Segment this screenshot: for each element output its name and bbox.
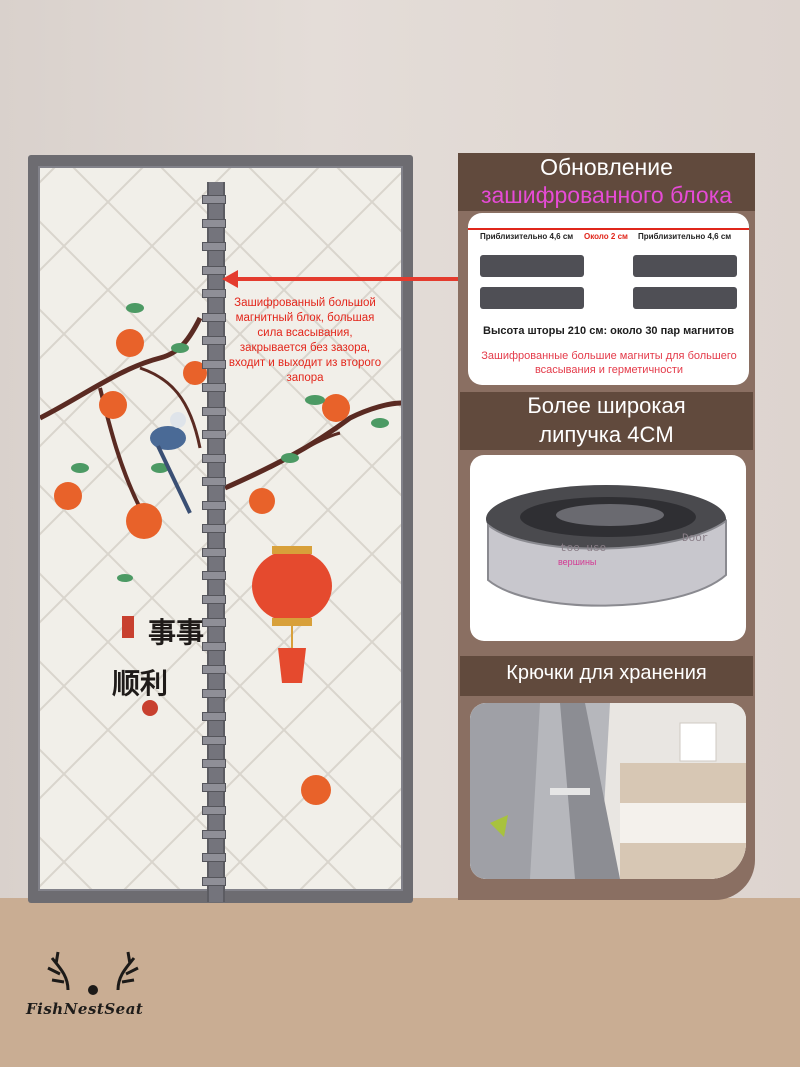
seal-stamp-round [142, 700, 158, 716]
lantern-illustration [252, 546, 332, 683]
feature-3-title: Крючки для хранения [506, 662, 707, 684]
callout-arrow-head [222, 270, 238, 288]
magnet-segment [202, 547, 226, 557]
magnet-segment [202, 477, 226, 486]
calligraphy-top: 事事 [148, 616, 205, 649]
magnet-segment [202, 336, 226, 345]
dimension-center-label: Около 2 см [584, 232, 628, 241]
velcro-tape-card: Door too use вершины [470, 455, 746, 641]
velcro-tape-image [486, 485, 727, 607]
feature-1-title-line2: зашифрованного блока [480, 182, 733, 208]
magnet-segment [202, 876, 226, 886]
magnet-segment [202, 218, 226, 228]
tape-print-door: Door [682, 533, 709, 545]
magnet-spec-text: Высота шторы 210 см: около 30 пар магнит… [483, 325, 734, 337]
feature-2-header [460, 392, 753, 450]
magnet-segment [202, 524, 226, 533]
magnet-segment [202, 359, 226, 369]
magnet-segment [202, 571, 226, 580]
magnet-segment [202, 759, 226, 768]
seal-stamp [122, 616, 134, 638]
magnet-callout-text: Зашифрованный большой магнитный блок, бо… [228, 297, 382, 384]
magnet-segment [202, 453, 226, 463]
calligraphy-bottom: 顺利 [112, 667, 169, 700]
feature-2-title-line2: липучка 4CM [539, 422, 674, 447]
magnet-segment [202, 665, 226, 674]
floor-background [0, 898, 800, 1067]
tape-print-use: too use [560, 543, 607, 555]
magnet-segment [202, 195, 226, 204]
brand-name: FishNestSeat [26, 1000, 144, 1018]
magnet-segment [202, 383, 226, 392]
magnet-segment [202, 712, 226, 721]
magnet-segment [202, 853, 226, 862]
magnet-segment [202, 289, 226, 298]
fallen-persimmon [301, 775, 331, 805]
feature-3-header [460, 656, 753, 696]
magnet-diagram-card [468, 213, 749, 385]
feature-1-header [458, 153, 755, 211]
magnet-segment [202, 406, 226, 416]
dimension-left-label: Приблизительно 4,6 см [480, 232, 574, 241]
magnet-segment [202, 806, 226, 815]
callout-arrow-line [236, 277, 470, 281]
feature-2-title-line1: Более широкая [527, 393, 686, 418]
bird-illustration [150, 412, 192, 514]
feature-1-title-line1: Обновление [540, 154, 673, 180]
magnet-segment [202, 242, 226, 251]
tape-print-brand: вершины [558, 557, 597, 567]
magnet-segment [202, 782, 226, 792]
magnet-segment [202, 500, 226, 510]
storage-hook-photo [470, 703, 746, 879]
persimmon-branch-right [223, 394, 401, 514]
magnet-segment [202, 594, 226, 604]
magnet-segment [202, 688, 226, 698]
magnet-segment [202, 618, 226, 627]
magnet-note-text: Зашифрованные большие магниты для больше… [481, 350, 737, 376]
magnet-segment [202, 829, 226, 839]
persimmon-branch-left [40, 303, 207, 582]
magnet-segment [202, 430, 226, 439]
storage-hook-card [470, 703, 746, 879]
magnet-segment [202, 641, 226, 651]
magnet-segment [202, 312, 226, 322]
dimension-right-label: Приблизительно 4,6 см [638, 232, 732, 241]
magnet-segment [202, 735, 226, 745]
deer-antler-logo-icon [47, 951, 139, 995]
